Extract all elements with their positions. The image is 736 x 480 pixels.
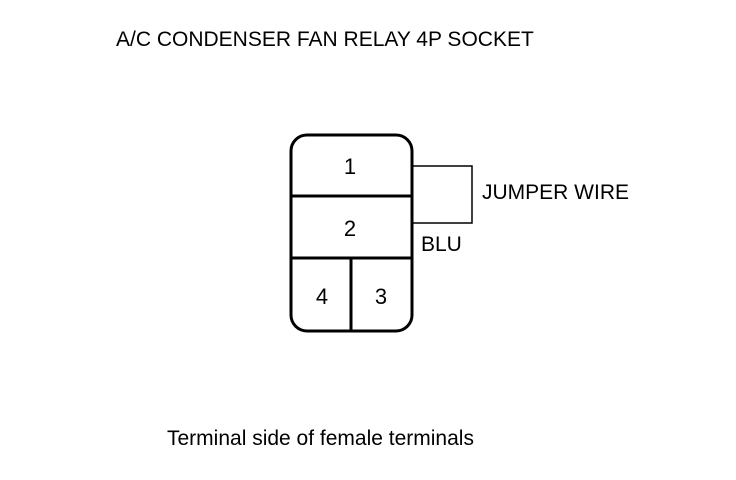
terminal-1-label: 1 bbox=[344, 154, 356, 179]
jumper-wire bbox=[412, 165, 473, 224]
wire-color-label: BLU bbox=[421, 233, 462, 256]
diagram-title: A/C CONDENSER FAN RELAY 4P SOCKET bbox=[116, 28, 534, 51]
terminal-3-label: 3 bbox=[375, 284, 387, 309]
diagram-caption: Terminal side of female terminals bbox=[167, 427, 474, 450]
terminal-2-label: 2 bbox=[344, 216, 356, 241]
jumper-wire-label: JUMPER WIRE bbox=[482, 181, 629, 204]
terminal-4-label: 4 bbox=[316, 284, 328, 309]
